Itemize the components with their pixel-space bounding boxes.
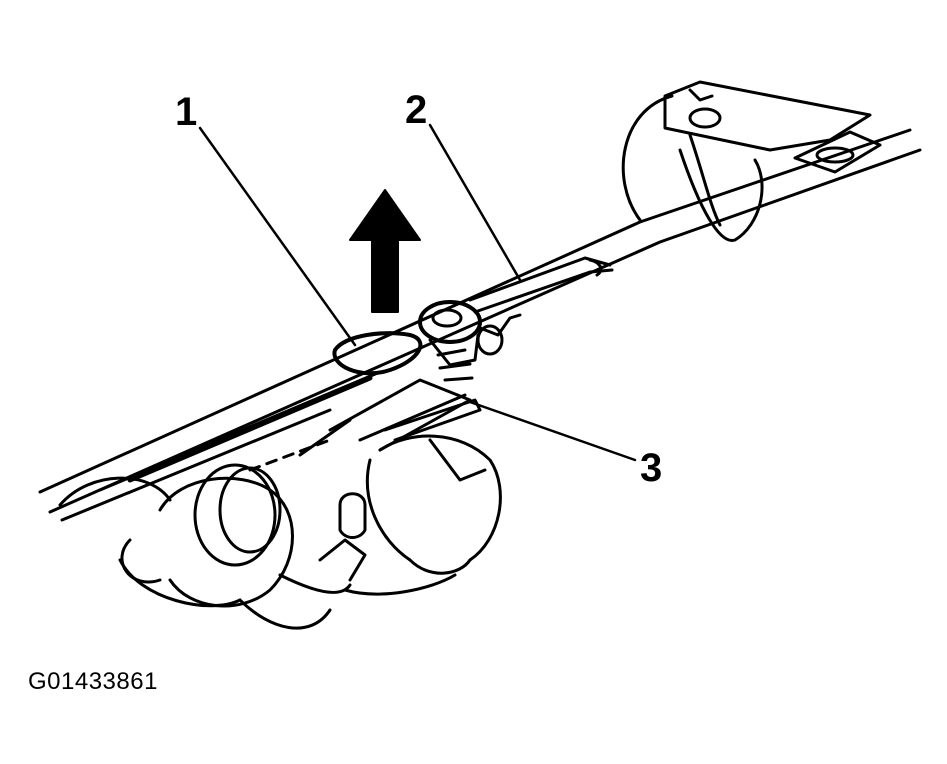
linkage-bar: [38, 128, 922, 522]
leader-lines: [198, 123, 637, 462]
arrow-up-icon: [349, 189, 421, 313]
figure-id: G01433861: [28, 668, 158, 695]
pliers-tool: [248, 378, 482, 472]
link-rod: [468, 256, 614, 356]
hand-right: [318, 434, 502, 596]
callout-2: 2: [405, 88, 428, 132]
callout-1: 1: [175, 90, 198, 134]
callout-3: 3: [640, 446, 663, 490]
leader-line-1: [198, 126, 357, 347]
pivot-stud: [332, 300, 482, 382]
leader-line-3: [468, 400, 637, 462]
mount-disc: [621, 94, 764, 242]
end-bracket: [663, 80, 882, 174]
leader-line-2: [428, 123, 522, 282]
hand-left: [58, 463, 352, 630]
